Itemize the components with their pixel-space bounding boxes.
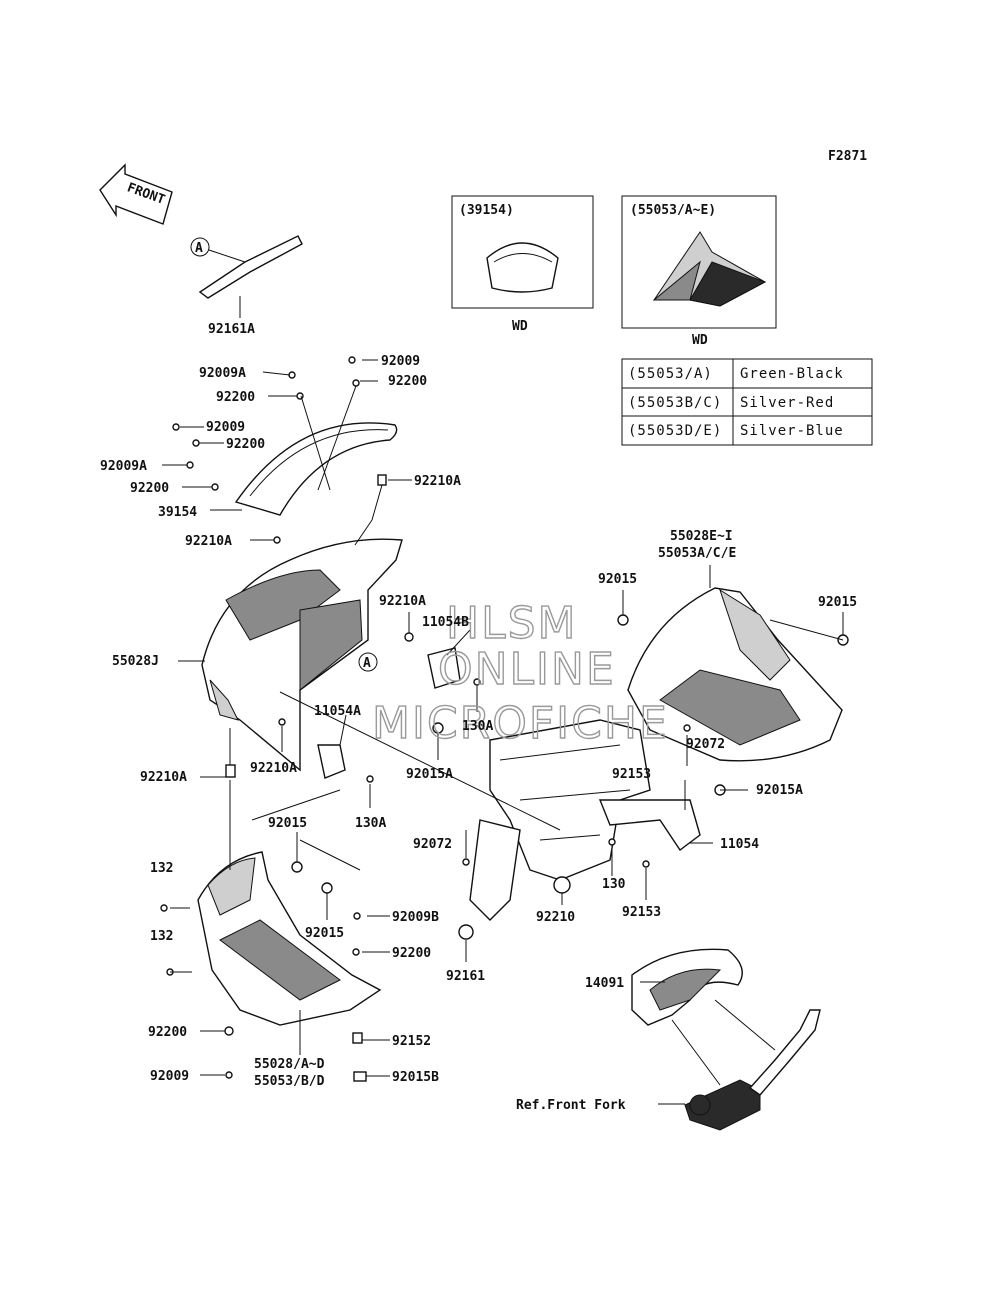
fasteners: [160, 356, 849, 1082]
label-92200: 92200: [216, 390, 255, 405]
label-92015-b: 92015: [818, 595, 857, 610]
table-row-2-code: (55053B/C): [628, 395, 722, 411]
label-92015-d: 92015: [305, 926, 344, 941]
label-92210A-d: 92210A: [140, 770, 187, 785]
label-92161: 92161: [446, 969, 485, 984]
label-130A-b: 130A: [355, 816, 386, 831]
label-55028-A-D: 55028/A~D: [254, 1057, 325, 1072]
label-11054B: 11054B: [422, 615, 469, 630]
label-39154: 39154: [158, 505, 197, 520]
label-92153: 92153: [612, 767, 651, 782]
part-92161A-strip: A: [190, 235, 303, 318]
part-lower-cowl: [197, 851, 382, 1026]
label-130: 130: [602, 877, 626, 892]
figure-code: F2871: [828, 149, 867, 164]
label-92210A: 92210A: [414, 474, 461, 489]
label-92009: 92009: [381, 354, 420, 369]
inset-cowl-title: (55053/A~E): [630, 203, 716, 218]
inset-cowl-note: WD: [692, 333, 708, 348]
label-92009A: 92009A: [199, 366, 246, 381]
label-92210: 92210: [536, 910, 575, 925]
part-brackets: [317, 647, 461, 779]
table-row-2-color: Silver-Red: [740, 395, 834, 411]
inset-windshield: (39154) WD: [451, 195, 594, 334]
label-92072-b: 92072: [413, 837, 452, 852]
label-92015: 92015: [598, 572, 637, 587]
inset-windshield-note: WD: [512, 319, 528, 334]
leader-lines: [162, 359, 844, 1105]
part-upper-cowl: A: [201, 538, 403, 772]
ref-a-label: A: [195, 241, 203, 256]
table-row-1-code: (55053/A): [628, 366, 713, 382]
part-side-cowl: [627, 587, 843, 762]
part-windshield: [234, 422, 398, 516]
color-table: (55053/A) Green-Black (55053B/C) Silver-…: [621, 358, 873, 446]
label-92200-b: 92200: [388, 374, 427, 389]
part-frame-bracket: [469, 719, 701, 921]
part-front-fork: [684, 1009, 821, 1131]
label-92200-d: 92200: [130, 481, 169, 496]
label-55028E-I: 55028E~I: [670, 529, 733, 544]
label-92072: 92072: [686, 737, 725, 752]
label-92152: 92152: [392, 1034, 431, 1049]
watermark: HLSM ONLINE MICROFICHE: [371, 597, 669, 749]
part-inner-panel: [631, 948, 743, 1026]
label-92161A: 92161A: [208, 322, 255, 337]
label-92009-c: 92009: [150, 1069, 189, 1084]
watermark-line-2: ONLINE: [438, 644, 616, 695]
label-55053A-C-E: 55053A/C/E: [658, 546, 736, 561]
table-row-1-color: Green-Black: [740, 366, 844, 382]
label-130A: 130A: [462, 719, 493, 734]
label-11054: 11054: [720, 837, 759, 852]
label-132-b: 132: [150, 929, 173, 944]
watermark-line-1: HLSM: [446, 598, 578, 649]
label-92153-b: 92153: [622, 905, 661, 920]
label-92015A-b: 92015A: [756, 783, 803, 798]
label-92210A-c: 92210A: [379, 594, 426, 609]
label-55028J: 55028J: [112, 654, 159, 669]
label-92009-b: 92009: [206, 420, 245, 435]
label-92200-f: 92200: [148, 1025, 187, 1040]
label-92015B: 92015B: [392, 1070, 439, 1085]
label-92015-c: 92015: [268, 816, 307, 831]
table-row-3-code: (55053D/E): [628, 423, 722, 439]
label-ref-front-fork: Ref.Front Fork: [516, 1098, 626, 1113]
label-14091: 14091: [585, 976, 624, 991]
label-92200-c: 92200: [226, 437, 265, 452]
front-arrow-icon: FRONT: [99, 163, 173, 225]
label-92015A: 92015A: [406, 767, 453, 782]
label-92009B: 92009B: [392, 910, 439, 925]
inset-windshield-title: (39154): [459, 203, 514, 218]
label-92200-e: 92200: [392, 946, 431, 961]
inset-cowl: (55053/A~E) WD: [621, 195, 777, 348]
label-92210A-b: 92210A: [185, 534, 232, 549]
table-row-3-color: Silver-Blue: [740, 423, 844, 439]
label-55053-B-D: 55053/B/D: [254, 1074, 325, 1089]
watermark-line-3: MICROFICHE: [372, 698, 669, 749]
ref-a-label-2: A: [363, 656, 371, 671]
label-92210A-e: 92210A: [250, 761, 297, 776]
label-132: 132: [150, 861, 173, 876]
part-labels: 92161A 92009A 92009 92200 92200 92009 92…: [100, 322, 857, 1113]
label-92009A-b: 92009A: [100, 459, 147, 474]
label-11054A: 11054A: [314, 704, 361, 719]
